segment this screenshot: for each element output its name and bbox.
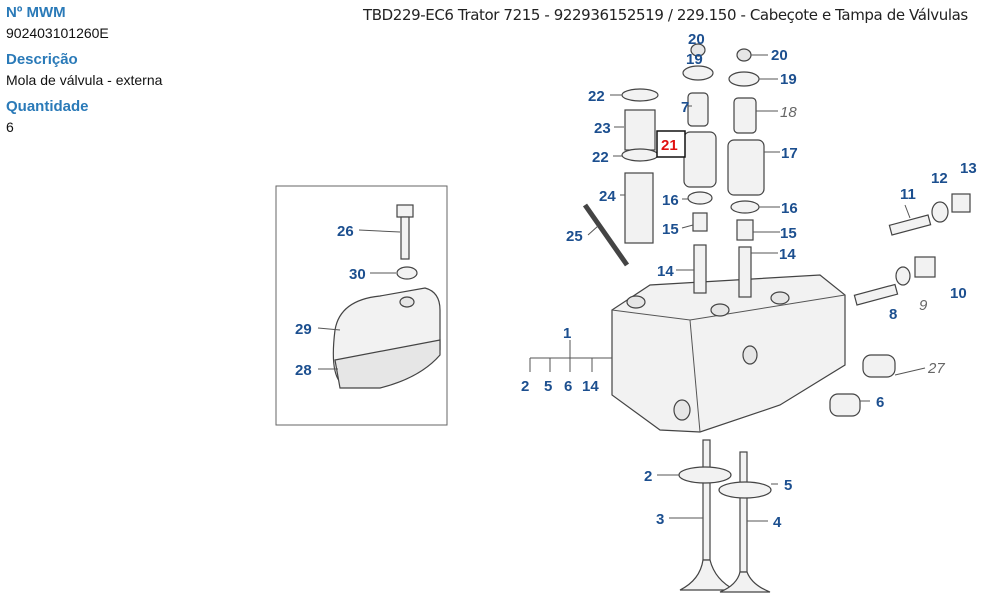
callout-2[interactable]: 2 [644, 468, 652, 485]
callout-12[interactable]: 12 [931, 170, 948, 187]
callout-25[interactable]: 25 [566, 228, 583, 245]
nut-10-drawing [914, 256, 936, 278]
quantity-label: Quantidade [6, 98, 89, 115]
leader-lines [317, 54, 926, 522]
seat-6-drawing [829, 393, 861, 417]
callout-24[interactable]: 24 [599, 188, 616, 205]
callout-22[interactable]: 22 [588, 88, 605, 105]
callout-4[interactable]: 4 [773, 514, 782, 531]
callout-14[interactable]: 14 [779, 246, 796, 263]
callout-1[interactable]: 1 [563, 325, 571, 342]
description-value: Mola de válvula - externa [6, 72, 163, 88]
callout-23[interactable]: 23 [594, 120, 611, 137]
cylinder-head-drawing [611, 274, 846, 433]
callout-7[interactable]: 7 [681, 99, 689, 116]
valve-stack-left [682, 43, 717, 294]
tube-24-drawing [624, 172, 654, 244]
ring-27-drawing [862, 354, 896, 378]
diagram-title: TBD229-EC6 Trator 7215 - 922936152519 / … [363, 6, 968, 24]
quantity-value: 6 [6, 119, 14, 135]
callout-14[interactable]: 14 [657, 263, 674, 280]
callout-28[interactable]: 28 [295, 362, 312, 379]
callout-6[interactable]: 6 [876, 394, 884, 411]
callout-15[interactable]: 15 [662, 221, 679, 238]
callouts: 20 20 19 19 22 7 18 23 21 22 17 24 16 16… [295, 31, 977, 531]
callout-9[interactable]: 9 [919, 297, 928, 314]
bolt-26-drawing [396, 204, 414, 260]
callout-2[interactable]: 2 [521, 378, 529, 395]
description-label: Descrição [6, 51, 78, 68]
callout-21-selected[interactable]: 21 [661, 137, 678, 154]
callout-3[interactable]: 3 [656, 511, 664, 528]
sleeve-23-drawing [624, 109, 656, 151]
callout-17[interactable]: 17 [781, 145, 798, 162]
valve-stack-right [727, 48, 765, 298]
nut-13-drawing [951, 193, 971, 213]
callout-13[interactable]: 13 [960, 160, 977, 177]
mwm-number-value: 902403101260E [6, 25, 109, 41]
callout-14[interactable]: 14 [582, 378, 599, 395]
callout-19[interactable]: 19 [686, 51, 703, 68]
callout-15[interactable]: 15 [780, 225, 797, 242]
selected-part-box [656, 130, 686, 158]
valve-cover-inset [275, 185, 448, 426]
washer-12-drawing [931, 201, 949, 223]
callout-8[interactable]: 8 [889, 306, 897, 323]
callout-10[interactable]: 10 [950, 285, 967, 302]
stud-25-drawing [582, 203, 630, 267]
callout-20[interactable]: 20 [771, 47, 788, 64]
valves-drawing [678, 439, 772, 593]
callout-26[interactable]: 26 [337, 223, 354, 240]
callout-27[interactable]: 27 [927, 360, 945, 377]
callout-29[interactable]: 29 [295, 321, 312, 338]
circlip-22-drawing [621, 88, 659, 102]
callout-18[interactable]: 18 [780, 104, 797, 121]
valve-cover-drawing [332, 287, 441, 389]
callout-6[interactable]: 6 [564, 378, 572, 395]
callout-16[interactable]: 16 [781, 200, 798, 217]
callout-30[interactable]: 30 [349, 266, 366, 283]
stud-11-drawing [888, 214, 932, 236]
circlip-22b-drawing [621, 148, 659, 162]
callout-5[interactable]: 5 [784, 477, 792, 494]
washer-30-drawing [396, 266, 418, 280]
callout-16[interactable]: 16 [662, 192, 679, 209]
callout-19[interactable]: 19 [780, 71, 797, 88]
mwm-number-label: Nº MWM [6, 4, 66, 21]
callout-20[interactable]: 20 [688, 31, 705, 48]
callout-11[interactable]: 11 [900, 186, 916, 203]
callout-22[interactable]: 22 [592, 149, 609, 166]
part-info-panel: Nº MWM 902403101260E Descrição Mola de v… [6, 4, 162, 135]
callout-5[interactable]: 5 [544, 378, 552, 395]
washer-9-drawing [895, 266, 911, 286]
stud-8-drawing [853, 283, 899, 306]
